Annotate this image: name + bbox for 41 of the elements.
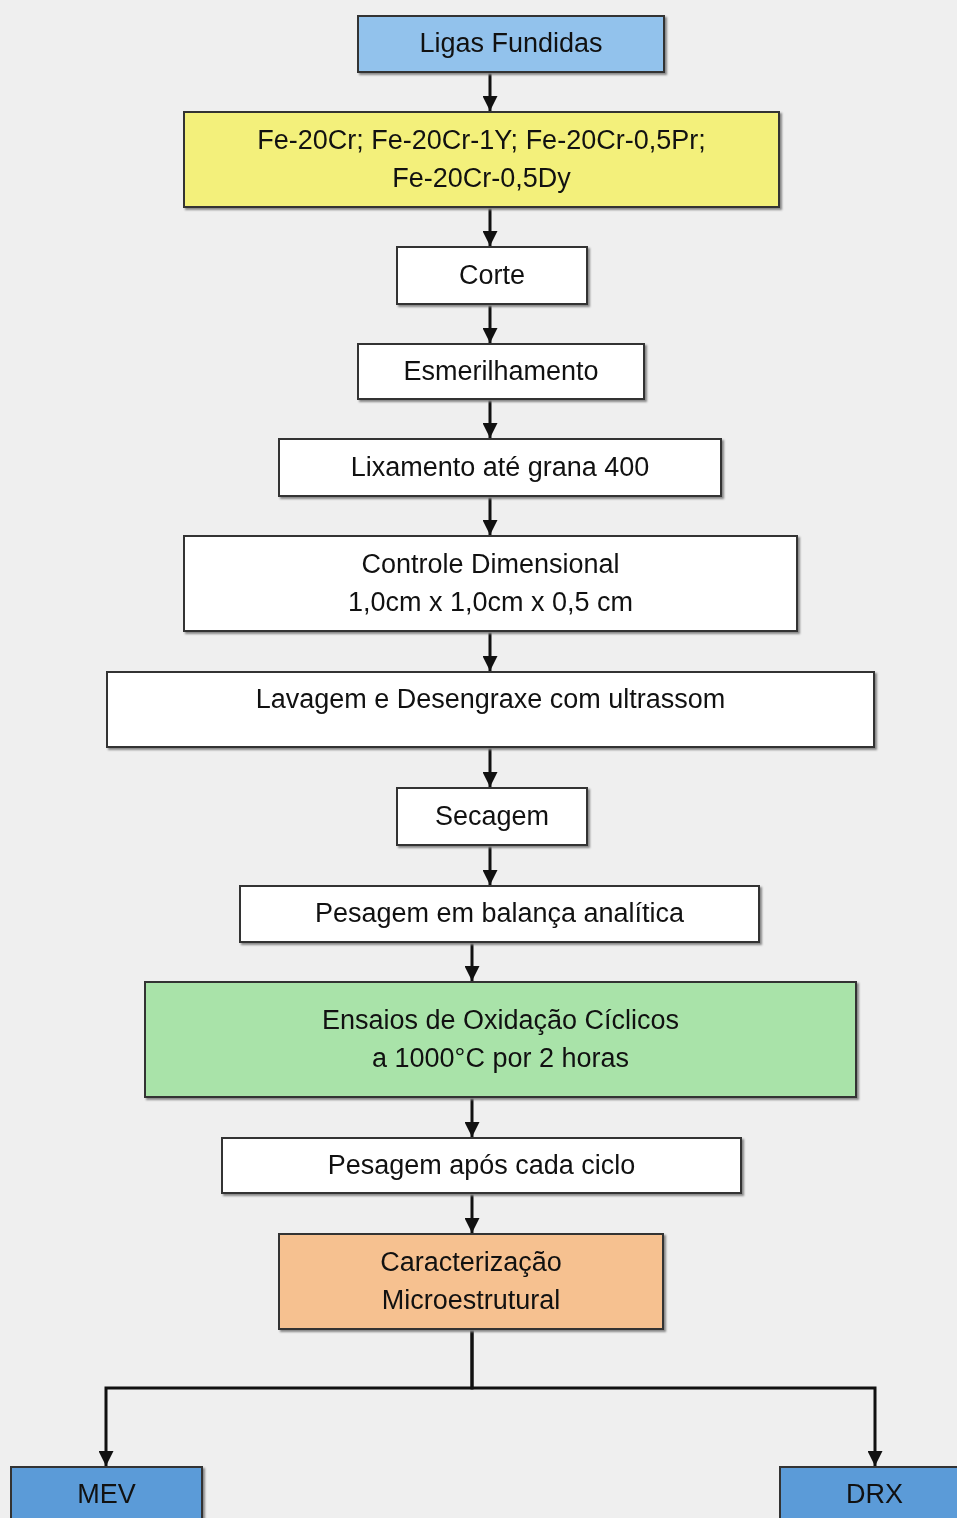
arrow [470, 1330, 883, 1466]
box-label: Fe-20Cr; Fe-20Cr-1Y; Fe-20Cr-0,5Pr; Fe-20Cr-0,5Dy [256, 123, 707, 195]
box-label: Ligas Fundidas [419, 27, 603, 61]
box-label: Controle Dimensional [361, 547, 620, 581]
process-box [106, 671, 875, 748]
box-label: Secagem [434, 799, 550, 833]
arrow [464, 1194, 480, 1233]
box-label: Pesagem após cada ciclo [327, 1148, 636, 1182]
process-box [239, 885, 760, 943]
process-box [278, 438, 722, 497]
box-label: Corte [459, 258, 525, 292]
box-label: Esmerilhamento [403, 354, 599, 388]
process-box [183, 111, 780, 208]
process-box [183, 535, 798, 632]
process-box [396, 787, 588, 846]
process-box [278, 1233, 664, 1330]
process-box [144, 981, 857, 1098]
box-label: DRX [846, 1478, 903, 1511]
process-box [221, 1137, 742, 1194]
box-label: Lavagem e Desengraxe com ultrassom [255, 683, 726, 716]
box-label: Ensaios de Oxidação Cíclicos a 1000°C por 2 horas [320, 1003, 681, 1075]
process-box [357, 15, 665, 73]
box-label: Caracterização Microestrutural [379, 1245, 563, 1317]
arrow [482, 846, 498, 885]
arrow [464, 943, 480, 981]
process-box [396, 246, 588, 305]
process-box [357, 343, 645, 400]
arrow [482, 497, 498, 535]
box-label: MEV [77, 1478, 136, 1511]
arrow [464, 1098, 480, 1137]
box-label: Lixamento até grana 400 [350, 450, 650, 484]
arrow [482, 748, 498, 787]
arrow [482, 73, 498, 111]
process-box [779, 1466, 957, 1518]
arrow [482, 400, 498, 438]
box-label: 1,0cm x 1,0cm x 0,5 cm [347, 585, 634, 619]
box-label: Pesagem em balança analítica [314, 897, 685, 931]
arrow [482, 305, 498, 343]
arrow [482, 632, 498, 671]
arrow [482, 208, 498, 246]
process-box [10, 1466, 203, 1518]
